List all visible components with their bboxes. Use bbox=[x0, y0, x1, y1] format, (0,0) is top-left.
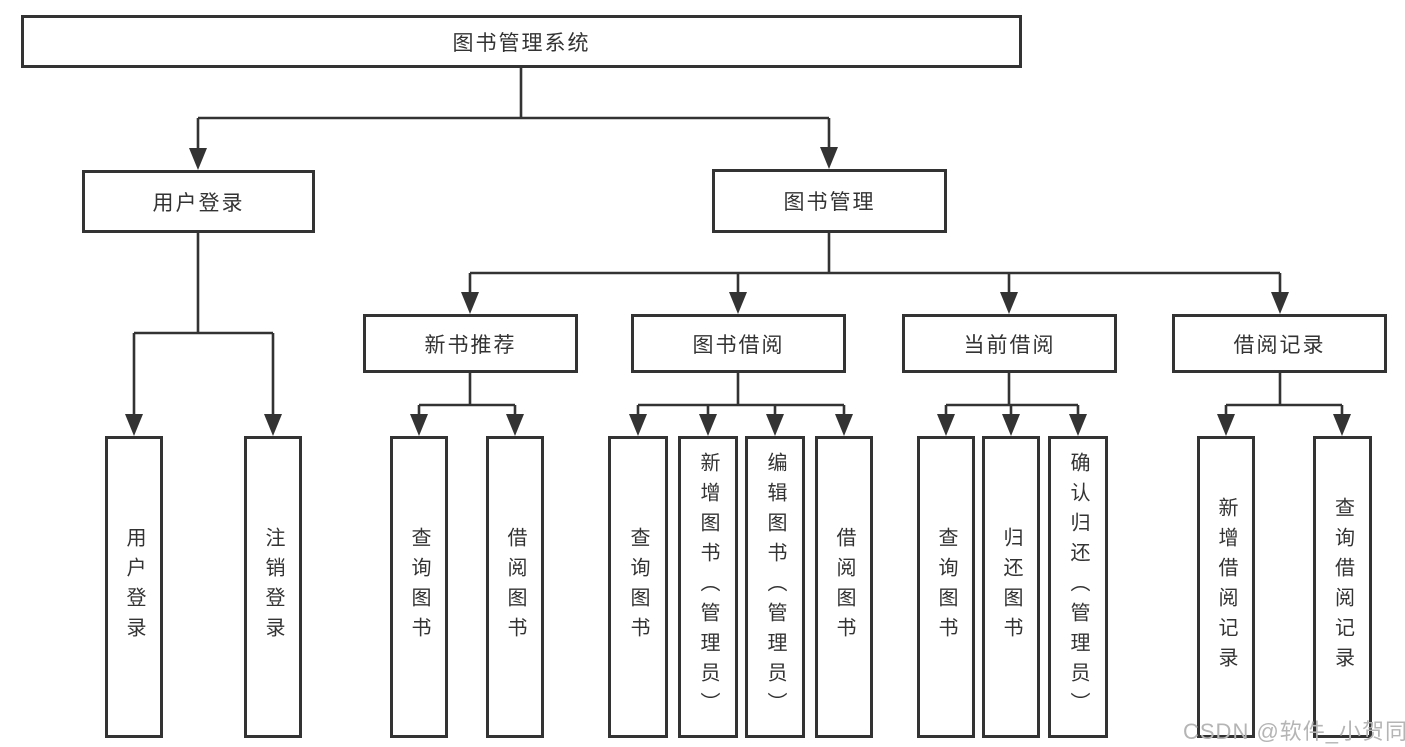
node-borrowing-records: 借阅记录 bbox=[1172, 314, 1387, 373]
node-library-management-system: 图书管理系统 bbox=[21, 15, 1022, 68]
node-label: 查询借阅记录 bbox=[1331, 497, 1354, 677]
leaf-query-books-current: 查询图书 bbox=[917, 436, 975, 738]
arrowheads bbox=[125, 147, 1351, 436]
node-book-borrowing: 图书借阅 bbox=[631, 314, 846, 373]
node-label: 新增借阅记录 bbox=[1215, 497, 1237, 677]
node-label: 注销登录 bbox=[262, 527, 284, 647]
node-label: 借阅图书 bbox=[504, 527, 526, 647]
node-book-management: 图书管理 bbox=[712, 169, 947, 233]
leaf-borrow-books-borrowing: 借阅图书 bbox=[815, 436, 873, 738]
leaf-query-borrow-record: 查询借阅记录 bbox=[1313, 436, 1372, 738]
node-label: 借阅记录 bbox=[1233, 333, 1326, 357]
node-label: 确认归还（管理员） bbox=[1067, 452, 1089, 722]
leaf-query-books-borrowing: 查询图书 bbox=[608, 436, 668, 738]
node-label: 图书管理系统 bbox=[452, 31, 591, 55]
node-label: 用户登录 bbox=[123, 527, 145, 647]
node-label: 归还图书 bbox=[1000, 527, 1022, 647]
node-new-book-recommendation: 新书推荐 bbox=[363, 314, 578, 373]
leaf-user-login: 用户登录 bbox=[105, 436, 163, 738]
leaf-return-books: 归还图书 bbox=[982, 436, 1040, 738]
leaf-borrow-books-recommend: 借阅图书 bbox=[486, 436, 544, 738]
node-label: 借阅图书 bbox=[833, 527, 855, 647]
node-label: 编辑图书（管理员） bbox=[764, 452, 786, 722]
node-label: 当前借阅 bbox=[963, 333, 1056, 357]
leaf-query-books-recommend: 查询图书 bbox=[390, 436, 448, 738]
node-label: 图书管理 bbox=[783, 191, 876, 214]
leaf-add-borrow-record: 新增借阅记录 bbox=[1197, 436, 1255, 738]
node-label: 查询图书 bbox=[935, 527, 957, 647]
node-label: 查询图书 bbox=[408, 527, 430, 647]
leaf-add-books-admin: 新增图书（管理员） bbox=[678, 436, 738, 738]
leaf-edit-books-admin: 编辑图书（管理员） bbox=[745, 436, 805, 738]
node-label: 新增图书（管理员） bbox=[697, 452, 719, 722]
node-label: 查询图书 bbox=[627, 527, 649, 647]
leaf-logout: 注销登录 bbox=[244, 436, 302, 738]
node-label: 新书推荐 bbox=[424, 333, 517, 357]
watermark-text: CSDN @软件_小贺同学 bbox=[1183, 719, 1405, 744]
node-label: 图书借阅 bbox=[692, 333, 785, 357]
node-current-borrowing: 当前借阅 bbox=[902, 314, 1117, 373]
node-label: 用户登录 bbox=[152, 191, 245, 215]
node-user-login: 用户登录 bbox=[82, 170, 315, 233]
leaf-confirm-return-admin: 确认归还（管理员） bbox=[1048, 436, 1108, 738]
